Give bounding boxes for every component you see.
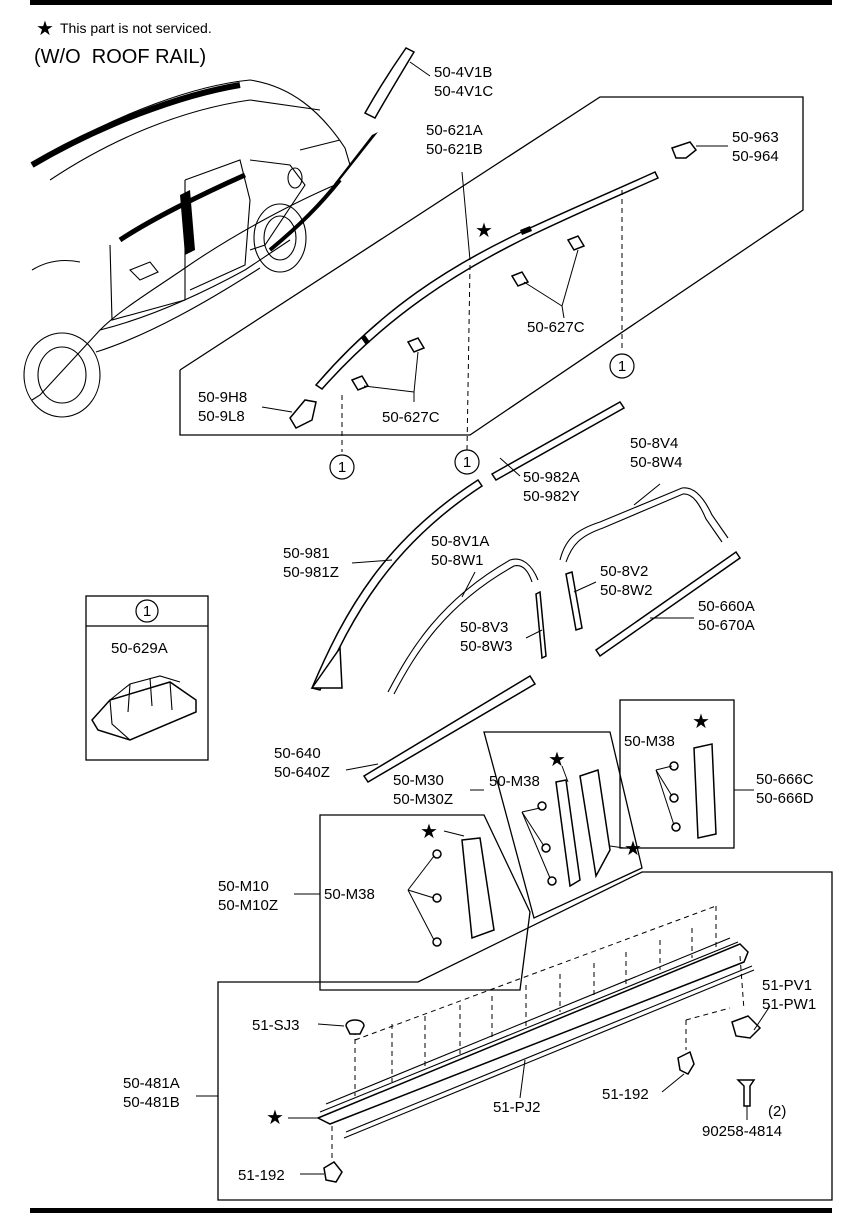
bottom-rule bbox=[30, 1208, 832, 1213]
label-51-192: 51-192 bbox=[238, 1167, 285, 1184]
roof-molding bbox=[314, 171, 660, 390]
top-rule bbox=[30, 0, 832, 5]
star-icon: ★ bbox=[548, 749, 566, 771]
label-50-m38: 50-M38 bbox=[324, 886, 375, 903]
clip-dash-lines bbox=[331, 905, 745, 1162]
star-icon: ★ bbox=[420, 821, 438, 843]
clip-627c bbox=[566, 235, 586, 251]
header: ★ This part is not serviced. (W/O ROOF R… bbox=[34, 18, 212, 68]
detail-box-629a: 1 bbox=[85, 595, 209, 761]
label-90258-4814: 90258-4814 bbox=[702, 1123, 782, 1140]
label-51-sj3: 51-SJ3 bbox=[252, 1017, 300, 1034]
subtitle: (W/O ROOF RAIL) bbox=[34, 46, 206, 68]
callout-1: 1 bbox=[454, 449, 480, 475]
clip-pv1 bbox=[731, 1015, 762, 1039]
pillar-applique bbox=[579, 769, 611, 879]
pillar-box-m30 bbox=[483, 731, 643, 919]
star-icon: ★ bbox=[475, 220, 493, 242]
end-clip-front bbox=[289, 399, 317, 429]
pillar-box-666: ★ bbox=[619, 699, 754, 849]
svg-text:1: 1 bbox=[338, 459, 346, 476]
belt-molding-660 bbox=[594, 550, 742, 658]
star-icon: ★ bbox=[36, 18, 54, 40]
side-sill-strip bbox=[343, 969, 755, 1139]
star-icon: ★ bbox=[266, 1107, 284, 1129]
label-quantity: (2) bbox=[768, 1103, 786, 1120]
label-50-629a: 50-629A bbox=[111, 640, 168, 657]
clip-627c bbox=[510, 271, 530, 287]
pillar-strip-8v2 bbox=[565, 571, 583, 631]
fastener-192-right bbox=[677, 1050, 695, 1075]
roof-strip-front bbox=[363, 47, 416, 119]
roof-molding-frame bbox=[179, 96, 804, 436]
pillar-applique bbox=[555, 779, 581, 888]
side-sill-molding bbox=[316, 943, 749, 1125]
label-51-192: 51-192 bbox=[602, 1086, 649, 1103]
label-51-pj2: 51-PJ2 bbox=[493, 1099, 541, 1116]
callout-1: 1 bbox=[329, 454, 355, 480]
star-icon: ★ bbox=[692, 711, 710, 733]
end-clip-rear bbox=[671, 141, 698, 159]
label-50-627c: 50-627C bbox=[382, 409, 440, 426]
fastener-192-left bbox=[323, 1161, 343, 1183]
sill-box-frame bbox=[217, 871, 833, 1201]
label-50-627c: 50-627C bbox=[527, 319, 585, 336]
window-molding-8v1 bbox=[387, 558, 539, 693]
pillar-box-m10: ★ bbox=[294, 814, 531, 991]
window-molding-982 bbox=[490, 401, 626, 481]
label-50-m38: 50-M38 bbox=[624, 733, 675, 750]
svg-text:1: 1 bbox=[618, 358, 626, 375]
belt-molding-640 bbox=[362, 674, 537, 784]
callout-1: 1 bbox=[609, 353, 635, 379]
pillar-strip-8v3 bbox=[535, 590, 547, 660]
label-50-m38: 50-M38 bbox=[489, 773, 540, 790]
note-text: This part is not serviced. bbox=[60, 20, 212, 36]
clip-627c bbox=[350, 375, 370, 391]
window-molding-8v4 bbox=[559, 487, 729, 561]
svg-text:1: 1 bbox=[143, 603, 151, 620]
pillar-triangle bbox=[310, 645, 343, 689]
clip-627c bbox=[406, 337, 426, 353]
svg-text:1: 1 bbox=[463, 454, 471, 471]
screw-90258 bbox=[736, 1079, 756, 1107]
fastener-sj3 bbox=[345, 1019, 365, 1035]
star-icon: ★ bbox=[624, 838, 642, 860]
car-illustration bbox=[23, 79, 378, 418]
